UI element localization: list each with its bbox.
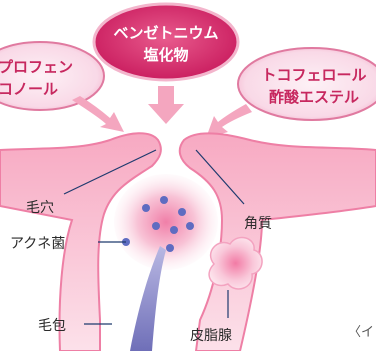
arrow-right [206, 104, 252, 138]
horny-layer-pointer [195, 149, 245, 205]
skin-layer [0, 132, 162, 351]
ingredient-right-line2: 酢酸エステル [269, 88, 359, 106]
label-horny-layer: 角質 [244, 216, 272, 232]
label-acne-bacteria: アクネ菌 [10, 236, 65, 252]
arrow-left [72, 96, 124, 132]
bacteria-dot [142, 204, 150, 212]
label-sebaceous-gland: 皮脂腺 [190, 328, 232, 344]
ingredient-left-line2: コノール [0, 80, 58, 98]
bacteria-dot [178, 208, 186, 216]
ingredient-bubble-left: プロフェン コノール [0, 41, 105, 111]
ingredient-bubble-right: トコフェロール 酢酸エステル [237, 47, 376, 121]
bacteria-dot [186, 222, 194, 230]
bacteria-dot [152, 222, 160, 230]
ingredient-center-line2: 塩化物 [143, 46, 188, 64]
ingredient-bubble-center: ベンゼトニウム 塩化物 [92, 2, 240, 82]
label-hair-follicle: 毛包 [38, 318, 66, 334]
ingredient-left-line1: プロフェン [0, 58, 73, 76]
bacteria-dot [160, 196, 168, 204]
caption: 〈イ [348, 325, 374, 340]
acne-bacteria-cluster [122, 196, 194, 252]
arrow-center [148, 86, 184, 124]
ingredient-right-line1: トコフェロール [261, 66, 366, 84]
sebaceous-gland [208, 236, 263, 290]
label-pore: 毛穴 [26, 200, 54, 216]
hair-shaft [130, 246, 166, 351]
bacteria-dot [166, 244, 174, 252]
inflamed-follicle [114, 174, 218, 270]
bacteria-dot [170, 226, 178, 234]
pore-pointer [63, 149, 157, 195]
ingredient-center-line1: ベンゼトニウム [113, 24, 218, 42]
